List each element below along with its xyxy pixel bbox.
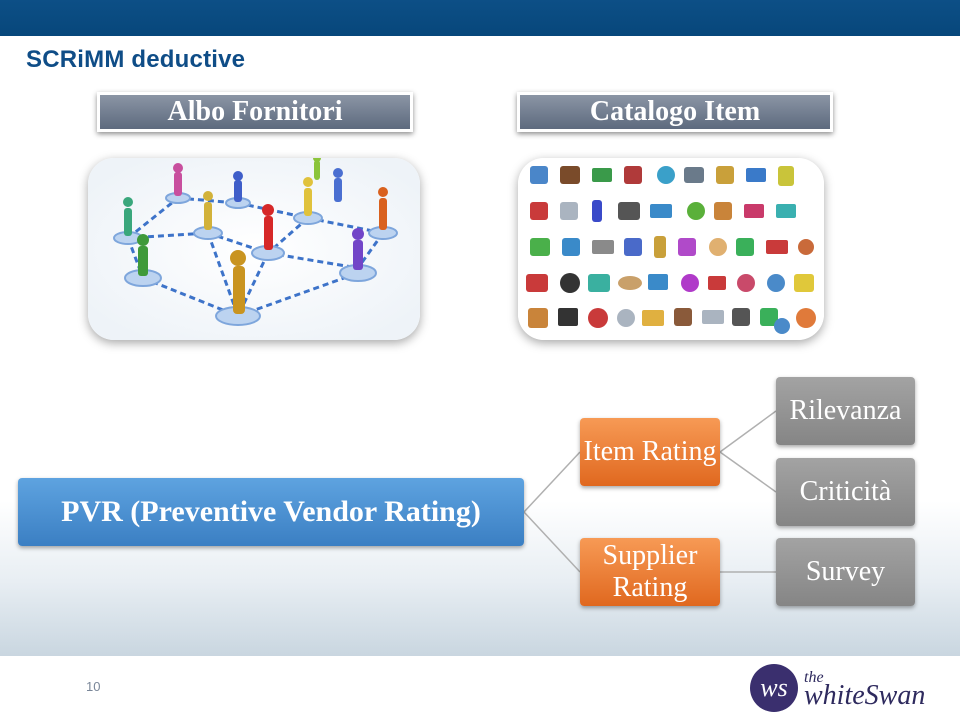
- top-bar: [0, 0, 960, 36]
- supplier-rating-node: Supplier Rating: [580, 538, 720, 606]
- albo-fornitori-header: Albo Fornitori: [97, 92, 413, 132]
- criticita-node: Criticità: [776, 458, 915, 526]
- logo-monogram: ws: [760, 673, 787, 702]
- survey-node: Survey: [776, 538, 915, 606]
- logo-name: whiteSwan: [804, 680, 925, 711]
- white-swan-logo: ws the whiteSwan: [748, 662, 938, 714]
- rilevanza-node: Rilevanza: [776, 377, 915, 445]
- item-catalog-image: [518, 158, 824, 340]
- supplier-network-image: [88, 158, 420, 340]
- footer: [0, 656, 960, 720]
- pvr-root-node: PVR (Preventive Vendor Rating): [18, 478, 524, 546]
- slide-title: SCRiMM deductive: [26, 46, 246, 73]
- page-number: 10: [86, 679, 101, 694]
- logo-small-text: the: [804, 669, 824, 686]
- item-rating-node: Item Rating: [580, 418, 720, 486]
- catalogo-item-header: Catalogo Item: [517, 92, 833, 132]
